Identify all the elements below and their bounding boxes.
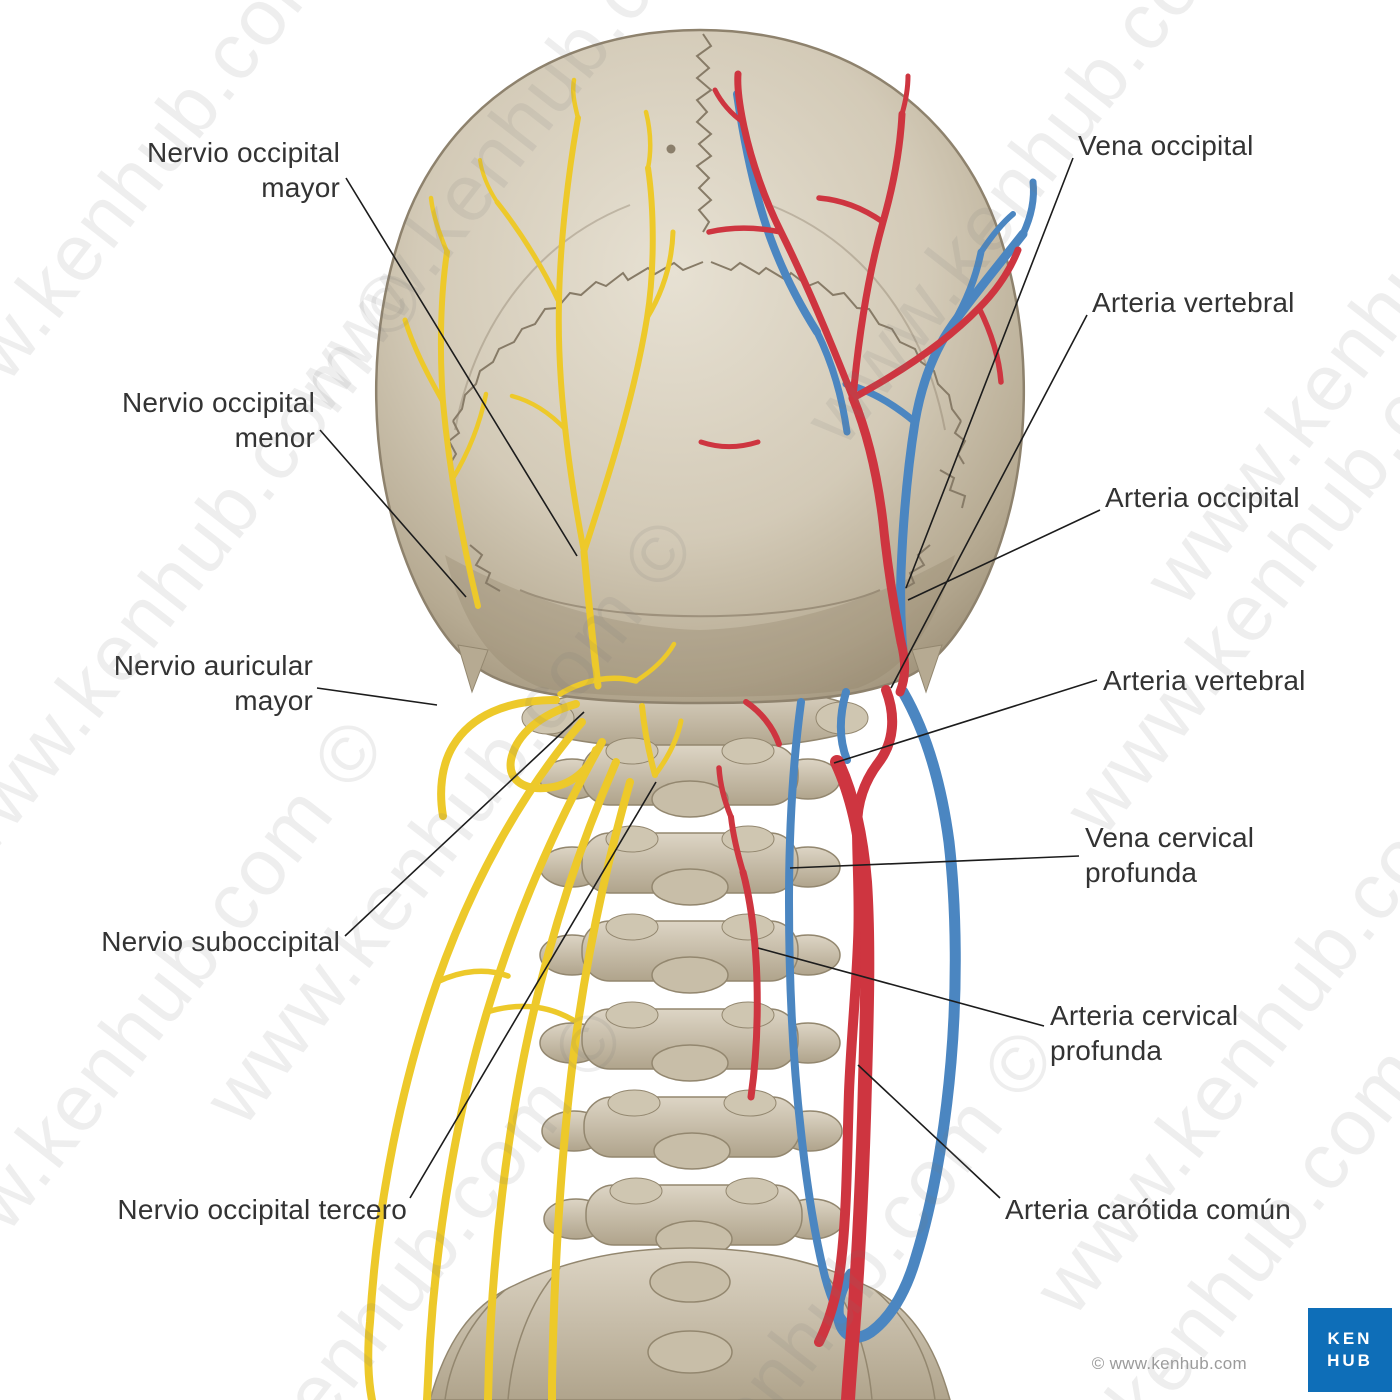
- leader-nervio-suboccipital: [344, 711, 585, 937]
- leader-nervio-occipital-tercero: [409, 781, 657, 1199]
- label-arteria-carotida-comun: Arteria carótida común: [1005, 1194, 1292, 1225]
- kenhub-logo: KEN HUB: [1308, 1308, 1392, 1392]
- leader-arteria-carotida-comun: [857, 1064, 1001, 1199]
- leader-vena-cervical-profunda: [789, 855, 1080, 869]
- copyright-text: © www.kenhub.com: [1091, 1354, 1247, 1373]
- nerves: [364, 77, 684, 1400]
- skull: [375, 28, 1025, 705]
- leader-nervio-occipital-menor: [319, 429, 467, 598]
- label-nervio-occipital-menor: Nervio occipital menor: [121, 387, 315, 453]
- leader-nervio-auricular-mayor: [316, 687, 438, 706]
- leader-arteria-occipital: [907, 509, 1101, 601]
- label-nervio-occipital-tercero: Nervio occipital tercero: [117, 1194, 407, 1225]
- label-nervio-suboccipital: Nervio suboccipital: [101, 926, 340, 957]
- label-arteria-vertebral-inf: Arteria vertebral: [1103, 665, 1306, 696]
- label-nervio-auricular-mayor: Nervio auricular mayor: [113, 650, 313, 716]
- leader-arteria-vertebral-sup: [890, 314, 1088, 689]
- leader-arteria-cervical-profunda: [757, 947, 1045, 1027]
- veins: [733, 90, 1037, 1343]
- leader-arteria-vertebral-inf: [833, 679, 1098, 764]
- leader-nervio-occipital-mayor: [345, 177, 578, 557]
- kenhub-logo-line1: KEN: [1327, 1329, 1373, 1348]
- leader-lines: [316, 157, 1101, 1199]
- label-vena-occipital: Vena occipital: [1078, 130, 1254, 161]
- label-arteria-cervical-profunda: Arteria cervical profunda: [1050, 1000, 1239, 1066]
- parietal-foramen: [666, 144, 676, 154]
- kenhub-logo-line2: HUB: [1327, 1351, 1373, 1370]
- label-nervio-occipital-mayor: Nervio occipital mayor: [146, 137, 340, 203]
- leader-vena-occipital: [905, 157, 1074, 589]
- label-arteria-vertebral-sup: Arteria vertebral: [1092, 287, 1295, 318]
- arteries: [698, 70, 1022, 1400]
- cervical-spine: [429, 683, 951, 1400]
- label-arteria-occipital: Arteria occipital: [1105, 482, 1300, 513]
- label-vena-cervical-profunda: Vena cervical profunda: [1085, 822, 1255, 888]
